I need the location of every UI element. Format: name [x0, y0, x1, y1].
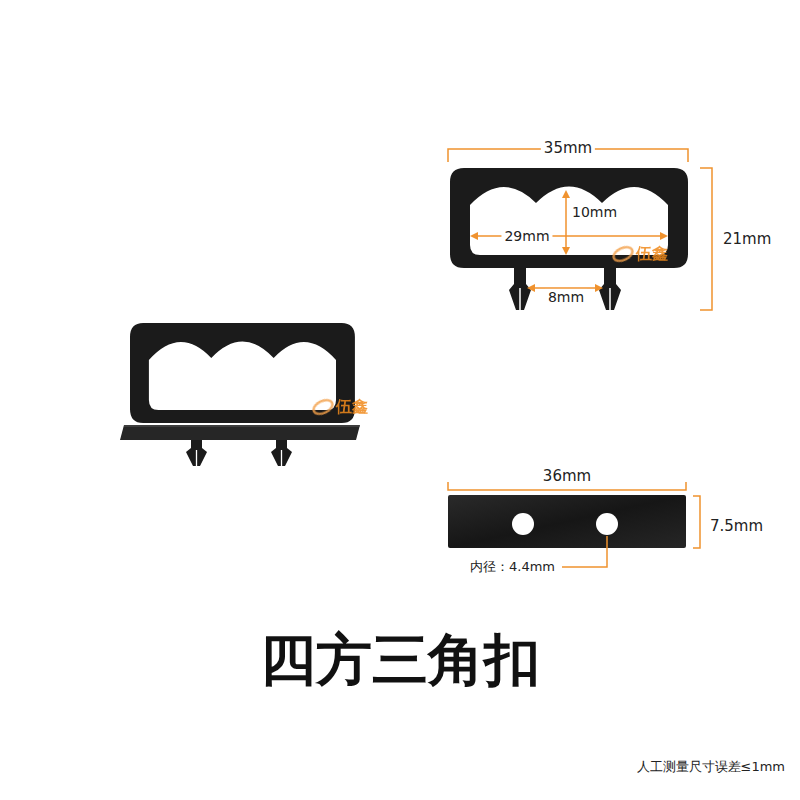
- dimension-label: 21mm: [720, 231, 774, 248]
- watermark-logo: [311, 244, 634, 416]
- pin-slits: [520, 288, 610, 310]
- watermark: 伍鑫: [636, 245, 668, 263]
- clip-pins: [509, 266, 621, 310]
- dimension-label: 36mm: [540, 468, 594, 485]
- pin-slits: [197, 450, 282, 466]
- plate-hole: [596, 513, 618, 535]
- clip-body: [130, 323, 355, 423]
- plate-hole: [512, 513, 534, 535]
- dimension-label: 8mm: [545, 289, 587, 305]
- dimension-label: 10mm: [572, 204, 617, 220]
- plate: [448, 495, 686, 548]
- dimension-label: 29mm: [501, 228, 552, 244]
- arrowheads: [470, 190, 668, 292]
- dimension-label: 7.5mm: [707, 518, 766, 535]
- title: 四方三角扣: [260, 628, 540, 692]
- base-edge: [124, 426, 360, 427]
- clip-pins: [186, 440, 292, 466]
- dimension-label: 内径：4.4mm: [467, 560, 558, 575]
- dimension-label: 35mm: [541, 140, 595, 157]
- caption: 人工测量尺寸误差≤1mm: [637, 760, 786, 775]
- dimension-lines: [448, 149, 712, 567]
- watermark: 伍鑫: [336, 398, 368, 416]
- base-plate: [120, 425, 360, 440]
- clip-body: [450, 168, 688, 268]
